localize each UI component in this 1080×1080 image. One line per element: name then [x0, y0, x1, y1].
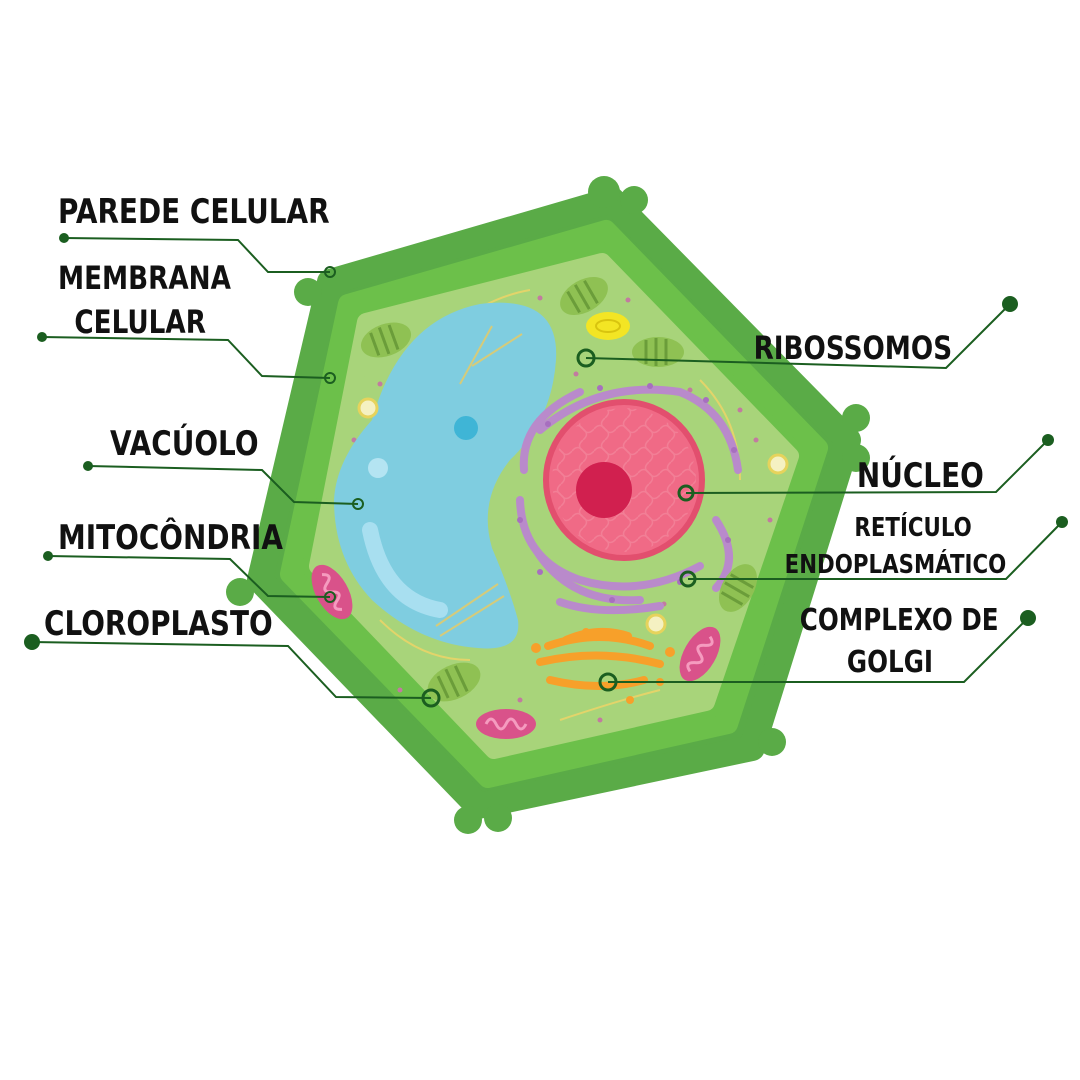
- label-nucleo-text: NÚCLEO: [857, 454, 984, 498]
- label-reticulo-line2: ENDOPLASMÁTICO: [784, 547, 1006, 584]
- label-reticulo-line1: RETÍCULO: [784, 510, 1006, 547]
- label-nucleo: NÚCLEO: [857, 454, 984, 498]
- label-reticulo-endoplasmatico: RETÍCULO ENDOPLASMÁTICO: [784, 510, 1006, 584]
- label-vacuolo: VACÚOLO: [110, 422, 259, 466]
- label-cloroplasto: CLOROPLASTO: [44, 602, 273, 646]
- label-ribossomos: RIBOSSOMOS: [753, 328, 952, 370]
- yellow-vesicle: [586, 312, 630, 340]
- label-cloroplasto-text: CLOROPLASTO: [44, 602, 273, 646]
- label-ribossomos-text: RIBOSSOMOS: [753, 328, 952, 370]
- label-parede-celular: PAREDE CELULAR: [58, 190, 330, 234]
- label-membrana-celular: MEMBRANA CELULAR: [58, 256, 231, 344]
- label-complexo-de-golgi: COMPLEXO DE GOLGI: [800, 600, 980, 684]
- vacuole-bubble: [368, 458, 388, 478]
- label-membrana-line1: MEMBRANA: [58, 256, 231, 300]
- label-mitocondria-text: MITOCÔNDRIA: [58, 516, 283, 560]
- label-membrana-line2: CELULAR: [58, 300, 231, 344]
- nucleus: [546, 402, 702, 558]
- nucleolus: [576, 462, 632, 518]
- label-mitocondria: MITOCÔNDRIA: [58, 516, 283, 560]
- label-golgi-line2: GOLGI: [800, 642, 980, 684]
- label-golgi-line1: COMPLEXO DE: [800, 600, 980, 642]
- label-parede-celular-text: PAREDE CELULAR: [58, 190, 330, 234]
- vacuole-spot: [454, 416, 478, 440]
- label-vacuolo-text: VACÚOLO: [110, 422, 259, 466]
